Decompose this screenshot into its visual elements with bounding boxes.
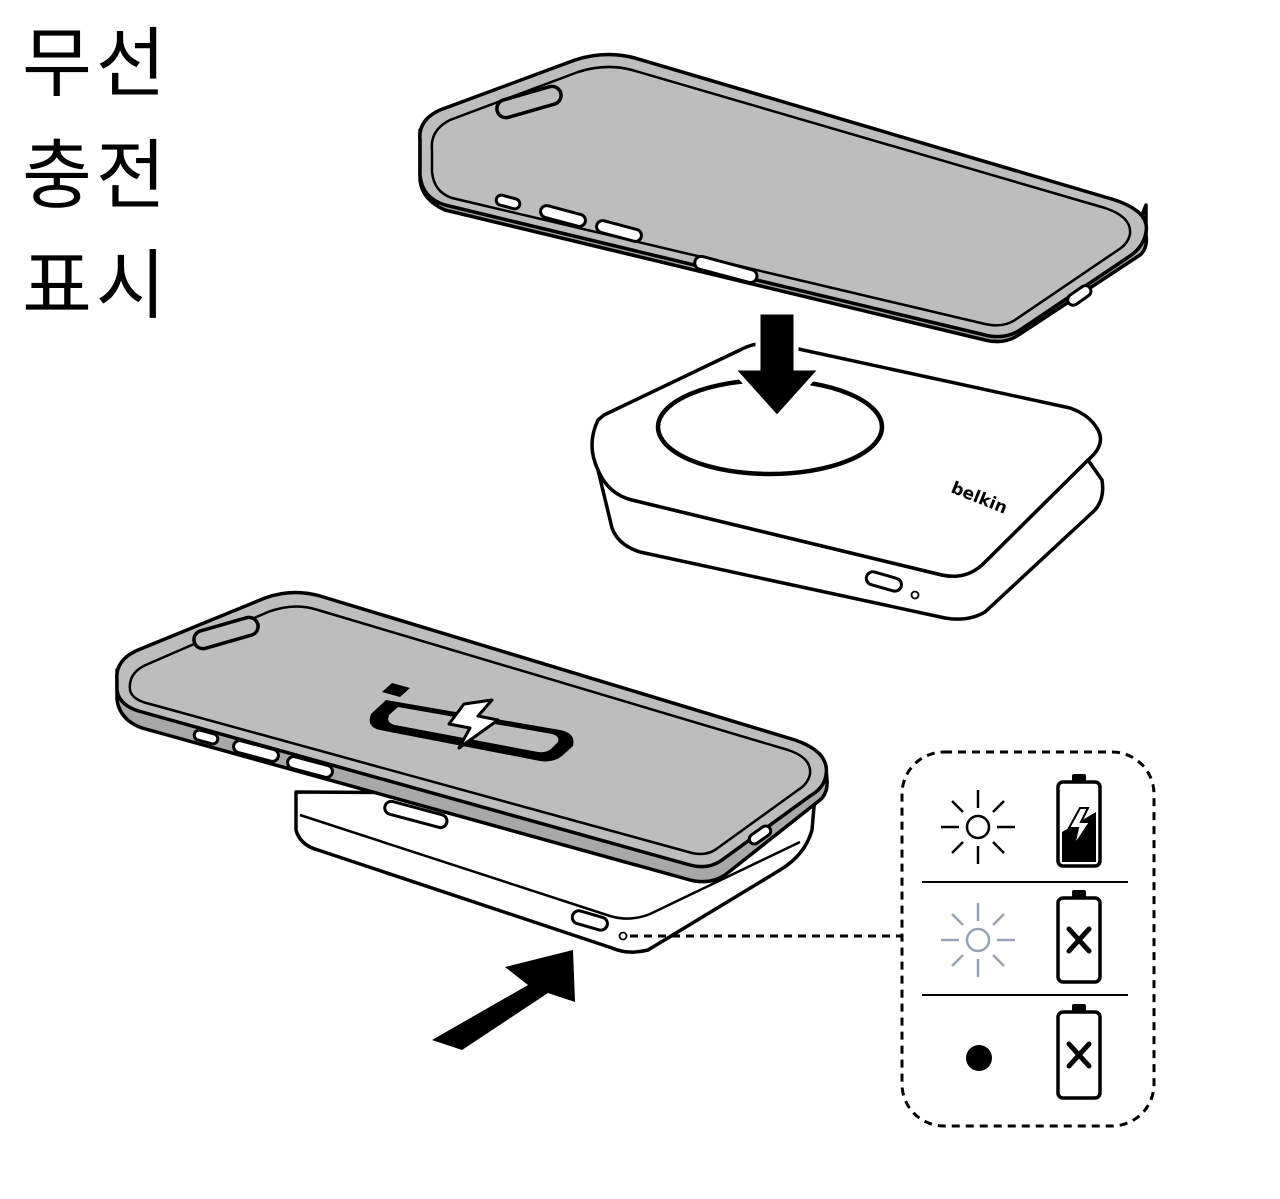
usb-c-port-top [864, 570, 903, 593]
battery-not-charging-icon [1056, 1004, 1102, 1100]
title-line-1: 무선 [22, 19, 170, 108]
battery-charging-icon [1056, 774, 1102, 868]
title-line-2: 충전 [22, 131, 170, 220]
led-dim-icon [941, 903, 1015, 977]
down-arrow [726, 309, 828, 422]
volume-button [539, 204, 587, 228]
power-button [693, 254, 759, 285]
battery-not-charging-icon [1056, 890, 1102, 984]
usb-port-bottom [747, 824, 773, 846]
volume-button [232, 739, 280, 763]
led-on-icon [941, 790, 1015, 864]
power-button [383, 799, 449, 830]
pointing-arrow [432, 950, 575, 1050]
charging-battery-icon [369, 683, 574, 762]
phone-top [418, 52, 1149, 344]
led-indicator-bottom [618, 931, 628, 941]
phone-bottom [115, 590, 829, 884]
camera-pill-top [495, 84, 563, 120]
led-status-legend [900, 750, 1156, 1128]
power-bank-top: belkin [590, 341, 1105, 621]
usb-c-port-bottom [570, 909, 609, 932]
volume-button [595, 219, 643, 243]
camera-pill-bottom [192, 615, 260, 651]
led-indicator-top [910, 590, 920, 600]
usb-port-top [1066, 284, 1093, 307]
side-button [192, 728, 220, 746]
volume-button [286, 755, 334, 779]
led-off-icon [966, 1045, 992, 1071]
side-button [494, 193, 522, 211]
title-line-3: 표시 [22, 241, 170, 330]
